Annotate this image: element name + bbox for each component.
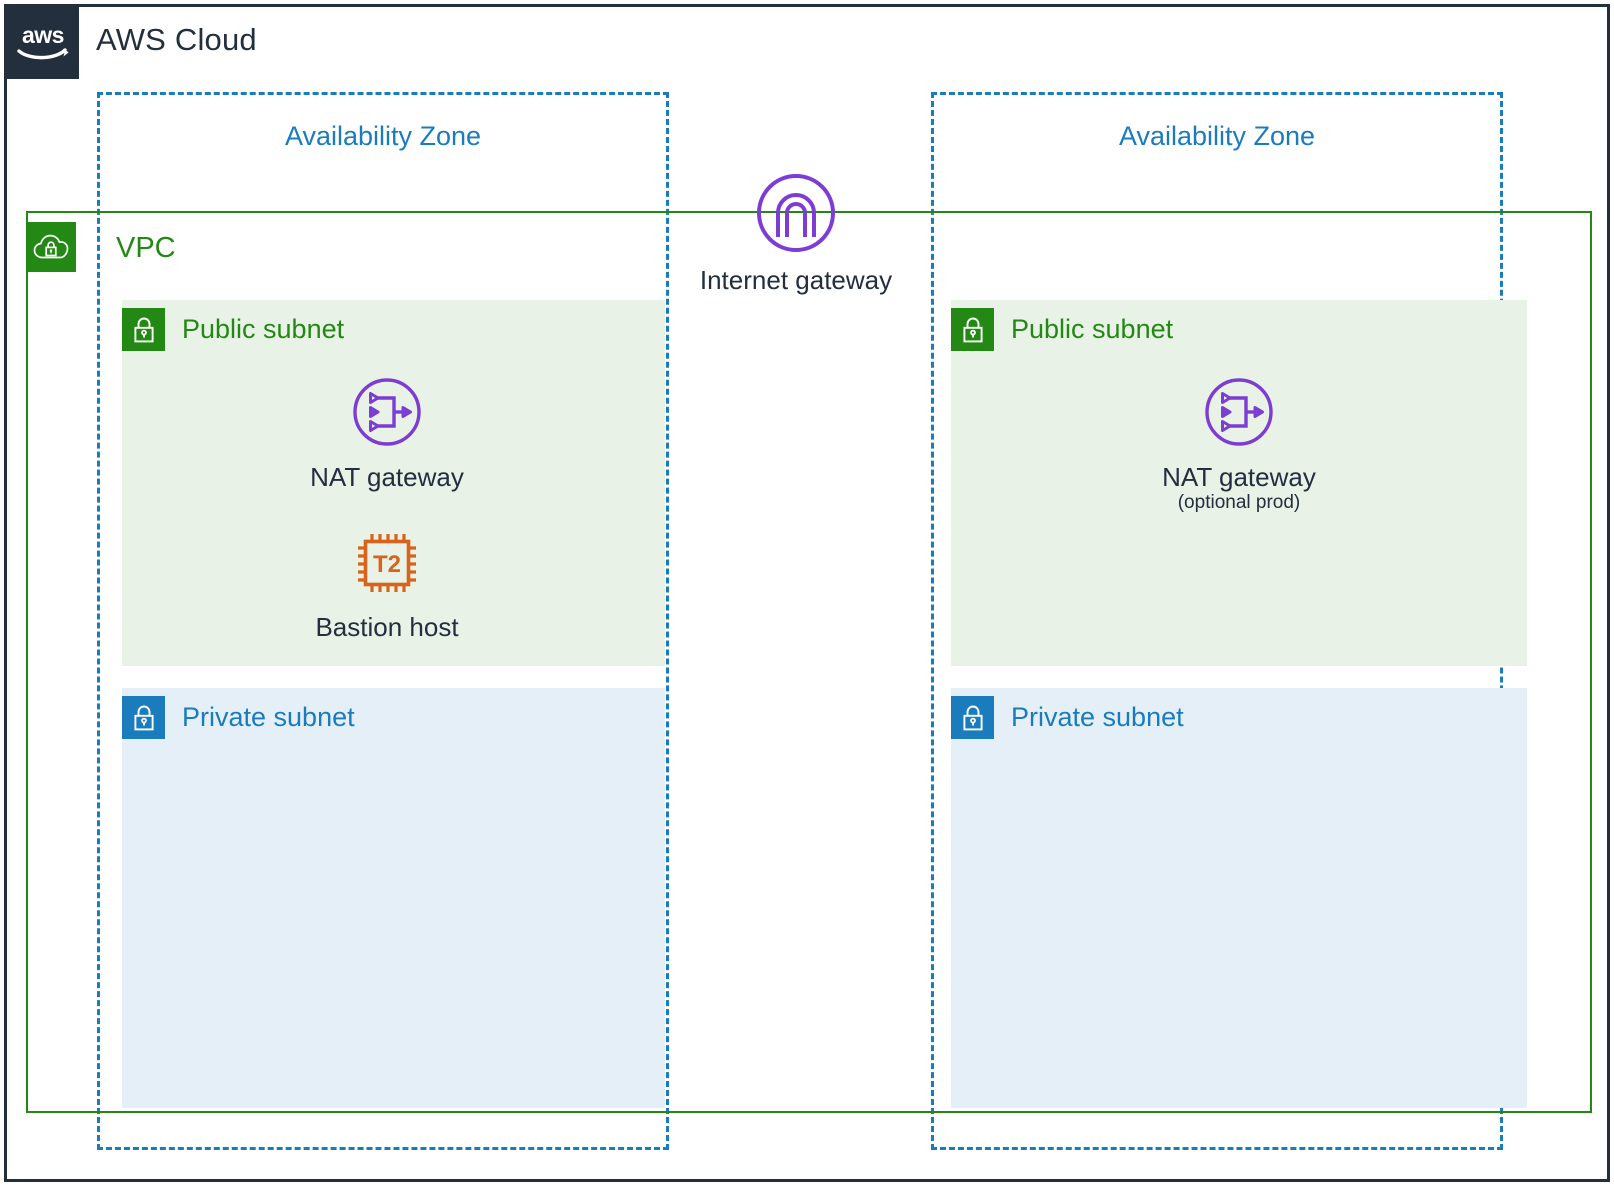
bastion-host-label: Bastion host (315, 612, 459, 642)
nat-gateway-right-sublabel: (optional prod) (1177, 492, 1301, 514)
public-subnet-right-header: Public subnet (951, 308, 1173, 351)
private-subnet-right-header: Private subnet (951, 696, 1184, 739)
svg-text:aws: aws (22, 22, 64, 48)
svg-text:T2: T2 (373, 551, 401, 578)
internet-gateway-icon (754, 171, 838, 260)
private-subnet-right-label: Private subnet (1011, 702, 1184, 732)
aws-logo-icon: aws (7, 7, 79, 79)
public-subnet-right: Public subnet (951, 300, 1527, 666)
public-subnet-left-header: Public subnet (122, 308, 344, 351)
bastion-host: T2 Bastion host (277, 528, 497, 642)
private-subnet-right: Private subnet (951, 688, 1527, 1108)
lock-icon (122, 308, 165, 351)
page-title: AWS Cloud (96, 22, 257, 57)
lock-icon (122, 696, 165, 739)
private-subnet-left-header: Private subnet (122, 696, 355, 739)
nat-gateway-left: NAT gateway (277, 376, 497, 492)
internet-gateway: Internet gateway (686, 171, 906, 295)
availability-zone-right-label: Availability Zone (1118, 121, 1316, 151)
nat-gateway-left-label: NAT gateway (310, 462, 464, 492)
private-subnet-left-label: Private subnet (182, 702, 355, 732)
nat-gateway-right-label: NAT gateway (1162, 462, 1316, 492)
public-subnet-left: Public subnet (122, 300, 665, 666)
ec2-t2-instance-icon: T2 (352, 528, 422, 603)
nat-gateway-right: NAT gateway (optional prod) (1129, 376, 1349, 515)
public-subnet-right-label: Public subnet (1011, 314, 1174, 344)
nat-gateway-icon (1203, 376, 1275, 453)
availability-zone-left-label: Availability Zone (284, 121, 482, 151)
private-subnet-left: Private subnet (122, 688, 665, 1108)
availability-zone-left: Availability Zone (97, 92, 669, 1150)
nat-gateway-icon (351, 376, 423, 453)
lock-icon (951, 696, 994, 739)
internet-gateway-label: Internet gateway (699, 265, 893, 295)
vpc-boundary (26, 211, 1592, 1113)
lock-icon (951, 308, 994, 351)
aws-cloud-boundary (4, 4, 1610, 1182)
public-subnet-left-label: Public subnet (182, 314, 345, 344)
vpc-cloud-lock-icon (26, 222, 76, 272)
vpc-label: VPC (116, 232, 176, 264)
